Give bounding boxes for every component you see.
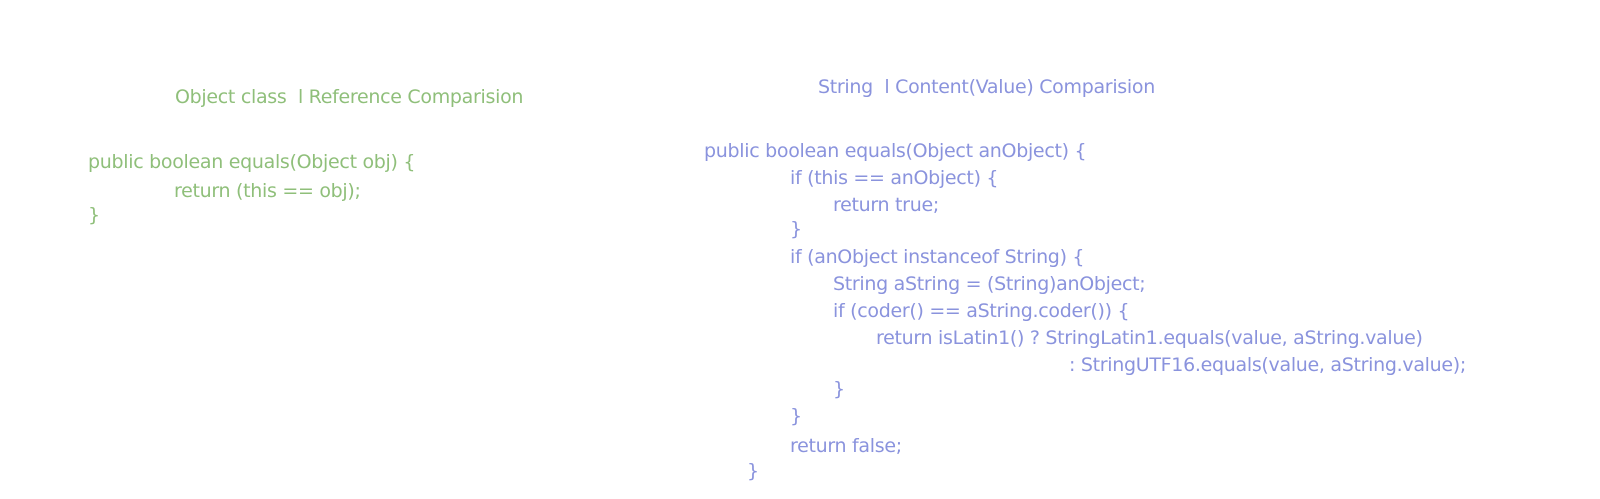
string-equals-closing-brace: } — [747, 460, 759, 482]
string-class-title: String l Content(Value) Comparision — [818, 76, 1155, 98]
string-equals-brace-1: } — [790, 218, 802, 240]
string-equals-utf16-branch: : StringUTF16.equals(value, aString.valu… — [1069, 354, 1467, 376]
string-equals-cast: String aString = (String)anObject; — [833, 273, 1146, 295]
string-equals-brace-3: } — [790, 405, 802, 427]
string-equals-identity-check: if (this == anObject) { — [790, 167, 999, 189]
string-equals-coder-check: if (coder() == aString.coder()) { — [833, 300, 1130, 322]
object-equals-return: return (this == obj); — [174, 180, 361, 202]
string-equals-latin1-return: return isLatin1() ? StringLatin1.equals(… — [876, 327, 1423, 349]
object-equals-signature: public boolean equals(Object obj) { — [88, 151, 416, 173]
string-equals-return-true: return true; — [833, 194, 939, 216]
string-equals-instanceof-check: if (anObject instanceof String) { — [790, 246, 1085, 268]
string-equals-brace-2: } — [833, 378, 845, 400]
string-equals-return-false: return false; — [790, 435, 902, 457]
object-equals-closing-brace: } — [88, 204, 100, 226]
string-equals-signature: public boolean equals(Object anObject) { — [704, 140, 1087, 162]
object-class-title: Object class l Reference Comparision — [175, 86, 524, 108]
